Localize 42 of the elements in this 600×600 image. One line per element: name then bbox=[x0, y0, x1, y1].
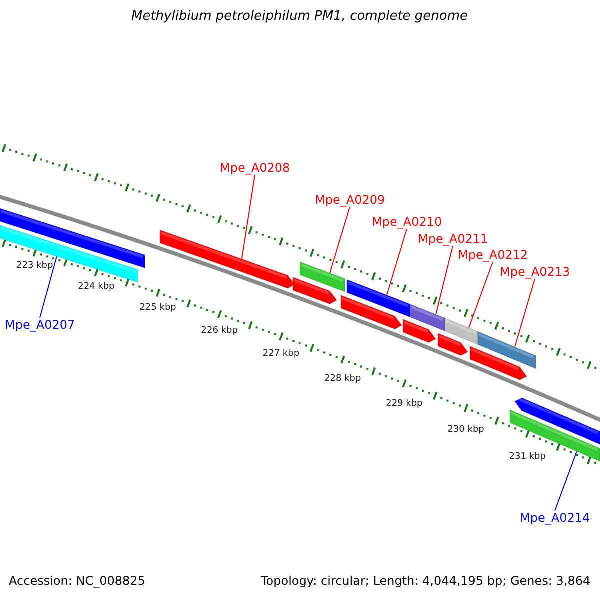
gene-bar bbox=[514, 396, 600, 445]
accession-text: Accession: NC_008825 bbox=[9, 574, 146, 588]
gene-bar bbox=[340, 294, 402, 330]
scale-label: 229 kbp bbox=[386, 398, 423, 410]
gene-bar bbox=[300, 262, 346, 292]
gene-bar bbox=[402, 318, 436, 344]
gene-label: Mpe_A0208 bbox=[220, 161, 290, 175]
gene-label: Mpe_A0210 bbox=[372, 215, 442, 229]
gene-label: Mpe_A0207 bbox=[5, 318, 76, 332]
leader-line bbox=[436, 246, 454, 316]
gene-bar bbox=[444, 318, 478, 346]
gene-bar bbox=[0, 225, 138, 284]
gene-bar bbox=[0, 208, 146, 269]
gene-label: Mpe_A0209 bbox=[315, 193, 386, 207]
gene-bar bbox=[160, 230, 296, 289]
gene-label: Mpe_A0214 bbox=[520, 511, 590, 525]
scale-label: 226 kbp bbox=[201, 326, 238, 337]
gene-label: Mpe_A0211 bbox=[418, 232, 488, 246]
scale-label: 227 kbp bbox=[262, 349, 300, 360]
gene-bar bbox=[470, 346, 528, 380]
leader-line bbox=[242, 174, 256, 260]
scale-label: 225 kbp bbox=[140, 303, 176, 314]
leader-line bbox=[386, 228, 408, 296]
scale-label: 231 kbp bbox=[509, 452, 546, 462]
scale-label: 223 kbp bbox=[16, 260, 54, 272]
genome-info-text: Topology: circular; Length: 4,044,195 bp; Genes: 3,864 bbox=[261, 574, 591, 588]
scale-label: 224 kbp bbox=[78, 282, 115, 293]
leader-line bbox=[468, 262, 494, 328]
gene-label: Mpe_A0213 bbox=[500, 265, 570, 279]
gene-bar bbox=[410, 304, 446, 332]
scale-label: 228 kbp bbox=[324, 374, 362, 385]
gene-bar bbox=[346, 279, 410, 318]
gene-label: Mpe_A0212 bbox=[458, 248, 528, 262]
scale-label: 230 kbp bbox=[448, 424, 484, 436]
gene-bar bbox=[478, 331, 536, 370]
leader-line bbox=[40, 256, 58, 318]
leader-line bbox=[330, 206, 350, 274]
leader-line bbox=[554, 450, 578, 512]
gene-bar bbox=[438, 332, 468, 356]
title: Methylibium petroleiphilum PM1, complete genome bbox=[132, 10, 468, 24]
gene-bar bbox=[292, 276, 338, 305]
gene-bar bbox=[510, 409, 600, 462]
